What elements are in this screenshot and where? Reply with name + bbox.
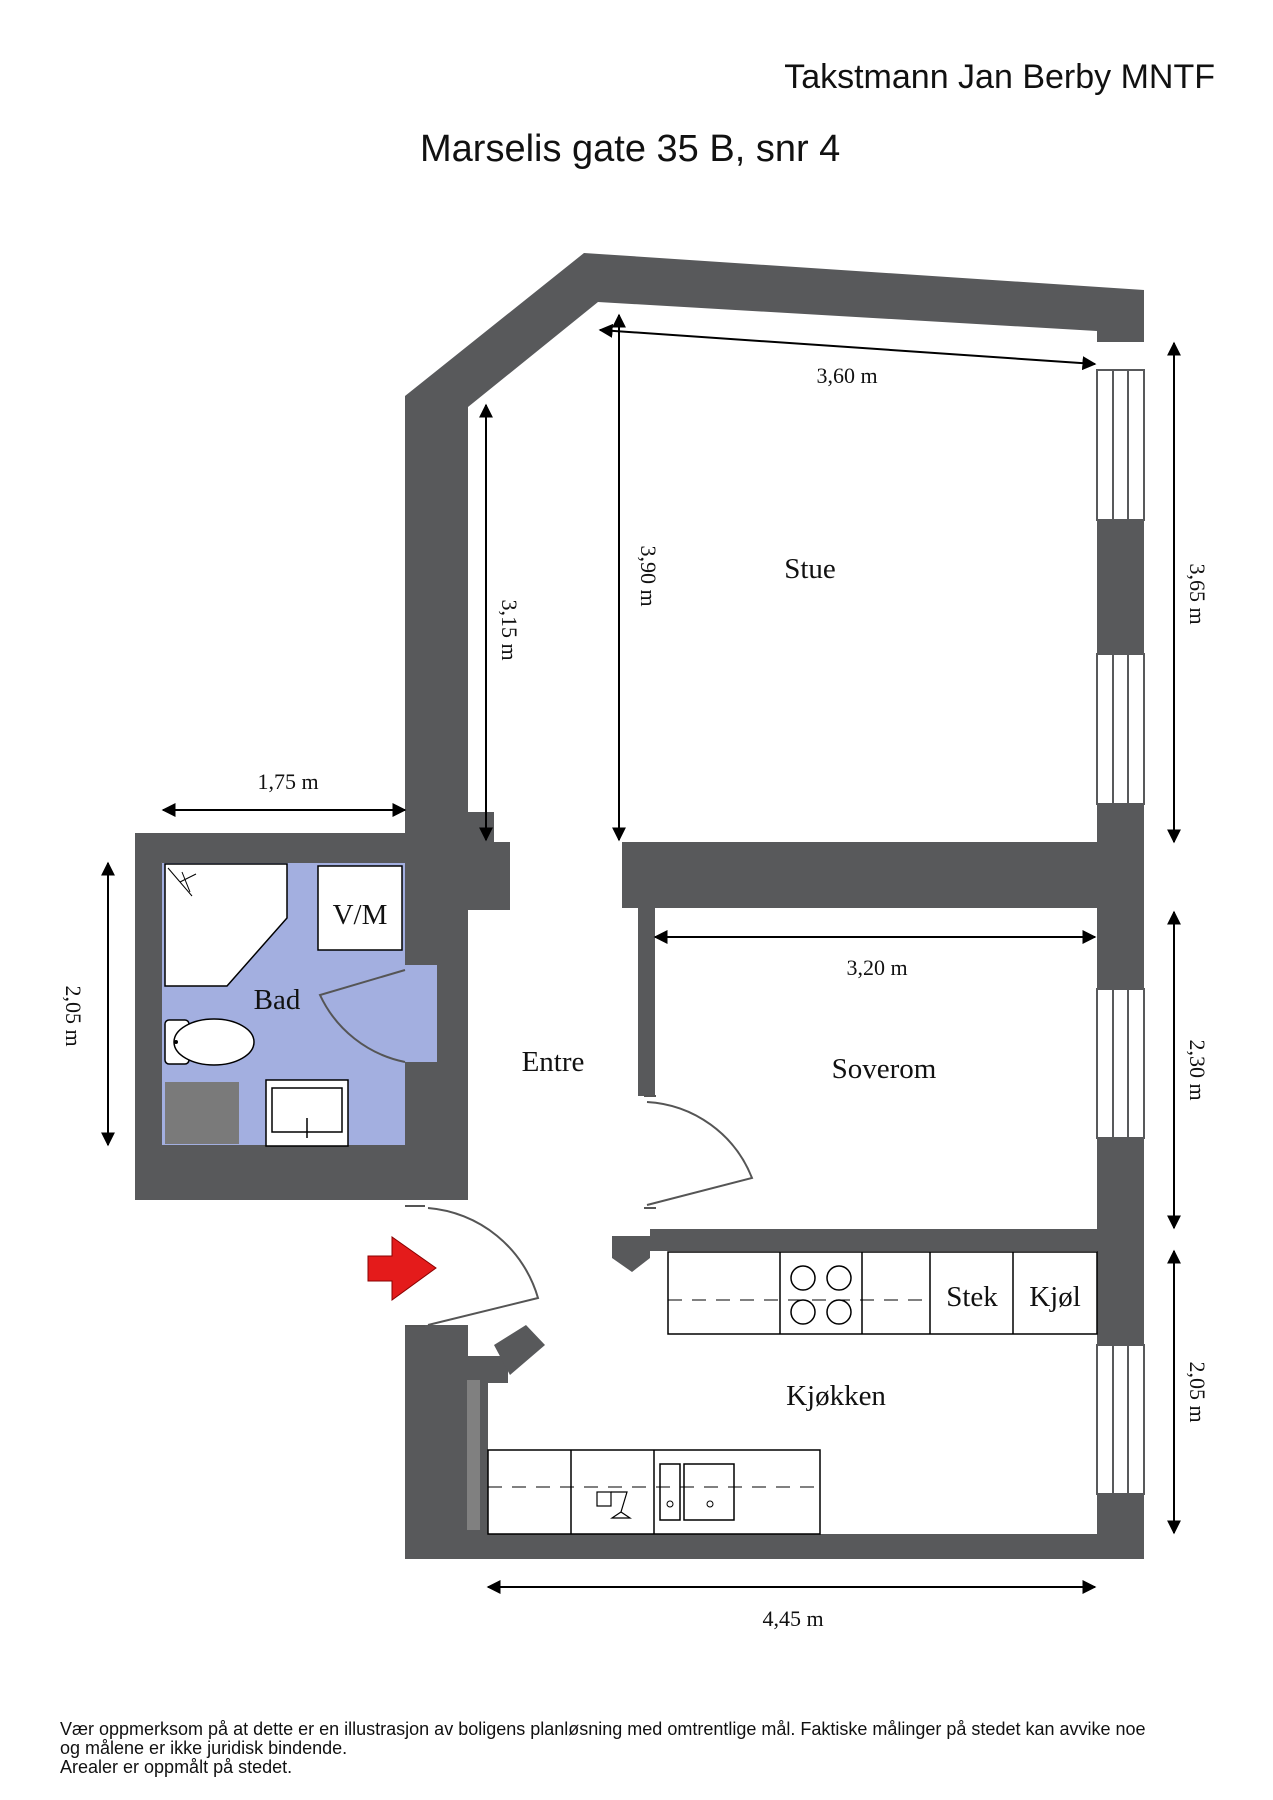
shower-head-icon <box>167 867 197 897</box>
shower-icon <box>164 863 288 987</box>
bedroom-door <box>646 1101 754 1206</box>
dim-label-kitchen-width: 4,45 m <box>762 1606 823 1631</box>
wall-kitchen-stub <box>612 1236 650 1272</box>
oven-label: Stek <box>946 1281 998 1313</box>
wall-kitchen-bottom <box>405 1325 1097 1559</box>
kitchen-shelf <box>467 1380 480 1530</box>
bathroom-cabinet <box>165 1082 239 1144</box>
window-4 <box>1096 1344 1145 1495</box>
stove-icon <box>790 1265 852 1325</box>
dim-label-hall-depth: 3,15 m <box>497 599 522 660</box>
window-panes <box>1112 370 1129 1494</box>
windows <box>1096 369 1145 1495</box>
bathroom-fixtures <box>164 863 403 1147</box>
room-label-stue: Stue <box>784 553 836 585</box>
room-labels: Stue Soverom Bad Entre Kjøkken <box>254 553 937 1412</box>
dim-label-kitchen-right: 2,05 m <box>1185 1361 1210 1422</box>
wall-right-2 <box>1097 804 1144 989</box>
fixture-labels: V/M Stek Kjøl <box>333 899 1081 1313</box>
dim-stue-width <box>598 323 1097 371</box>
dimension-labels: 3,60 m 3,90 m 3,15 m 3,65 m 1,75 m 2,05 … <box>61 363 1210 1631</box>
kitchen-lower-counter <box>487 1449 821 1535</box>
disclaimer-line-2: og målene er ikke juridisk bindende. <box>60 1738 348 1758</box>
dim-label-soverom-right: 2,30 m <box>1185 1039 1210 1100</box>
wall-right-1 <box>1097 520 1144 654</box>
window-2 <box>1096 653 1145 805</box>
wall-kitchen-diag <box>494 1325 545 1375</box>
dim-label-stue-width: 3,60 m <box>816 363 877 388</box>
firm-name: Takstmann Jan Berby MNTF <box>784 58 1215 96</box>
wall-right-4 <box>1097 1494 1144 1559</box>
dim-label-stue-depth: 3,90 m <box>636 545 661 606</box>
disclaimer-line-1: Vær oppmerksom på at dette er en illustr… <box>60 1720 1146 1739</box>
room-label-soverom: Soverom <box>832 1053 937 1085</box>
room-label-bad: Bad <box>254 984 301 1016</box>
washing-machine-icon <box>317 865 403 951</box>
disclaimer: Vær oppmerksom på at dette er en illustr… <box>60 1720 1273 1777</box>
fridge-label: Kjøl <box>1029 1281 1081 1313</box>
dim-label-stue-right: 3,65 m <box>1185 563 1210 624</box>
sink-basin-large-icon <box>683 1463 735 1521</box>
disclaimer-line-3: Arealer er oppmålt på stedet. <box>60 1757 293 1777</box>
sink-basin-small-icon <box>659 1463 681 1521</box>
washer-label: V/M <box>333 899 388 931</box>
window-1 <box>1096 369 1145 521</box>
kitchen-upper-counter <box>667 1251 1098 1335</box>
toilet-bowl-icon <box>173 1018 255 1066</box>
property-address: Marselis gate 35 B, snr 4 <box>420 128 841 170</box>
dim-label-bad-width: 1,75 m <box>257 769 318 794</box>
bathroom-door <box>318 969 406 1063</box>
wall-top-outer <box>405 253 1144 806</box>
dim-label-bad-depth: 2,05 m <box>61 985 86 1046</box>
room-label-kjokken: Kjøkken <box>786 1380 886 1412</box>
dishwasher-icon <box>596 1491 632 1519</box>
walls <box>135 253 1144 1559</box>
entrance-door <box>427 1207 540 1326</box>
wall-soverom-kitchen <box>650 1229 1097 1251</box>
entry-arrow-icon <box>367 1236 437 1301</box>
dim-label-soverom-width: 3,20 m <box>846 955 907 980</box>
wall-bathroom <box>135 833 468 1200</box>
wall-stue-soverom <box>622 842 1097 908</box>
wall-right-3 <box>1097 1138 1144 1345</box>
wall-soverom-left <box>638 908 655 1096</box>
doors <box>318 969 754 1327</box>
room-label-entre: Entre <box>522 1046 585 1078</box>
window-3 <box>1096 988 1145 1139</box>
dimension-lines <box>101 313 1181 1594</box>
